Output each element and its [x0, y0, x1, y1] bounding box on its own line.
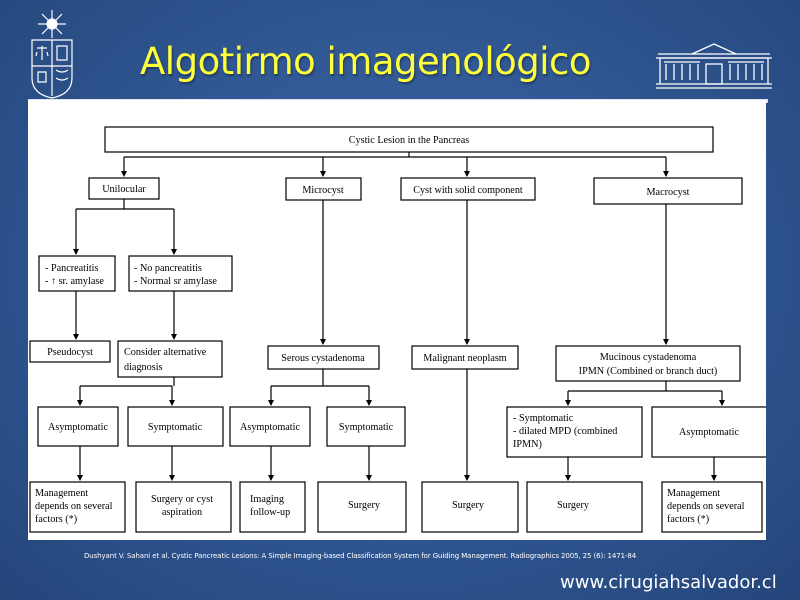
asymptomatic-label-3: Asymptomatic	[679, 427, 739, 438]
asymptomatic-box-1	[37, 406, 119, 447]
imaging-followup-line-1: Imaging	[250, 494, 284, 505]
university-crest-logo	[26, 8, 78, 100]
management-1-line-2: depends on several	[35, 501, 113, 512]
pseudocyst-label: Pseudocyst	[47, 347, 93, 358]
cyst-solid-box	[400, 177, 536, 201]
imaging-followup-line-2: follow-up	[250, 507, 290, 518]
management-1-line-1: Management	[35, 488, 88, 499]
management-box-2	[661, 481, 763, 533]
consider-alternative-line-2: diagnosis	[124, 362, 163, 373]
no-pancreatitis-line-2: - Normal sr amylase	[134, 276, 217, 287]
asymptomatic-box-2	[229, 406, 311, 447]
symptomatic-mpd-line-1: - Symptomatic	[513, 413, 574, 424]
symptomatic-mpd-line-2: - dilated MPD (combined	[513, 426, 617, 437]
root-box	[104, 126, 714, 153]
root-label: Cystic Lesion in the Pancreas	[349, 135, 470, 146]
consider-alternative-line-1: Consider alternative	[124, 347, 207, 358]
macrocyst-box	[593, 177, 743, 205]
slide-title: Algotirmo imagenológico	[140, 40, 592, 83]
surgery-box-1	[317, 481, 407, 533]
consider-alternative-box	[117, 340, 223, 378]
website-url: www.cirugiahsalvador.cl	[560, 572, 777, 593]
symptomatic-label-2: Symptomatic	[339, 422, 394, 433]
management-2-line-2: depends on several	[667, 501, 745, 512]
pancreatitis-line-2: - ↑ sr. amylase	[45, 276, 104, 287]
symptomatic-box-1	[127, 406, 224, 447]
microcyst-label: Microcyst	[302, 185, 343, 196]
malignant-box	[411, 345, 519, 370]
connector-lines	[73, 152, 725, 481]
serous-label: Serous cystadenoma	[281, 353, 365, 364]
asymptomatic-box-3	[651, 406, 766, 458]
mucinous-line-2: IPMN (Combined or branch duct)	[579, 366, 718, 377]
management-2-line-1: Management	[667, 488, 720, 499]
surgery-label-1: Surgery	[348, 500, 381, 511]
symptomatic-box-2	[326, 406, 406, 447]
symptomatic-mpd-box	[506, 406, 643, 458]
surgery-box-2	[421, 481, 519, 533]
imaging-followup-box	[239, 481, 306, 533]
management-box-1	[29, 481, 126, 533]
mucinous-box	[555, 345, 741, 382]
symptomatic-label-1: Symptomatic	[148, 422, 203, 433]
no-pancreatitis-box	[128, 255, 233, 292]
flowchart-panel: Cystic Lesion in the Pancreas Unilocular…	[28, 100, 766, 540]
pseudocyst-box	[29, 340, 111, 363]
management-1-line-3: factors (*)	[35, 514, 77, 525]
surgery-box-3	[526, 481, 643, 533]
cyst-solid-label: Cyst with solid component	[413, 185, 523, 196]
asymptomatic-label-2: Asymptomatic	[240, 422, 300, 433]
asymptomatic-label-1: Asymptomatic	[48, 422, 108, 433]
surgery-aspiration-box	[135, 481, 232, 533]
unilocular-box	[88, 177, 160, 200]
mucinous-line-1: Mucinous cystadenoma	[600, 352, 697, 363]
surgery-label-3: Surgery	[557, 500, 590, 511]
serous-box	[267, 345, 380, 370]
no-pancreatitis-line-1: - No pancreatitis	[134, 263, 202, 274]
flowchart-diagram: Cystic Lesion in the Pancreas Unilocular…	[29, 126, 766, 533]
surgery-label-2: Surgery	[452, 500, 485, 511]
malignant-label: Malignant neoplasm	[423, 353, 507, 364]
microcyst-box	[285, 177, 362, 201]
symptomatic-mpd-line-3: IPMN)	[513, 439, 542, 450]
surgery-aspiration-line-1: Surgery or cyst	[151, 494, 213, 505]
hospital-building-logo	[652, 42, 776, 90]
unilocular-label: Unilocular	[102, 184, 146, 195]
pancreatitis-box	[38, 255, 116, 292]
management-2-line-3: factors (*)	[667, 514, 709, 525]
citation-text: Dushyant V. Sahani et al. Cystic Pancrea…	[84, 552, 637, 560]
macrocyst-label: Macrocyst	[647, 187, 690, 198]
surgery-aspiration-line-2: aspiration	[162, 507, 202, 518]
pancreatitis-line-1: - Pancreatitis	[45, 263, 98, 274]
